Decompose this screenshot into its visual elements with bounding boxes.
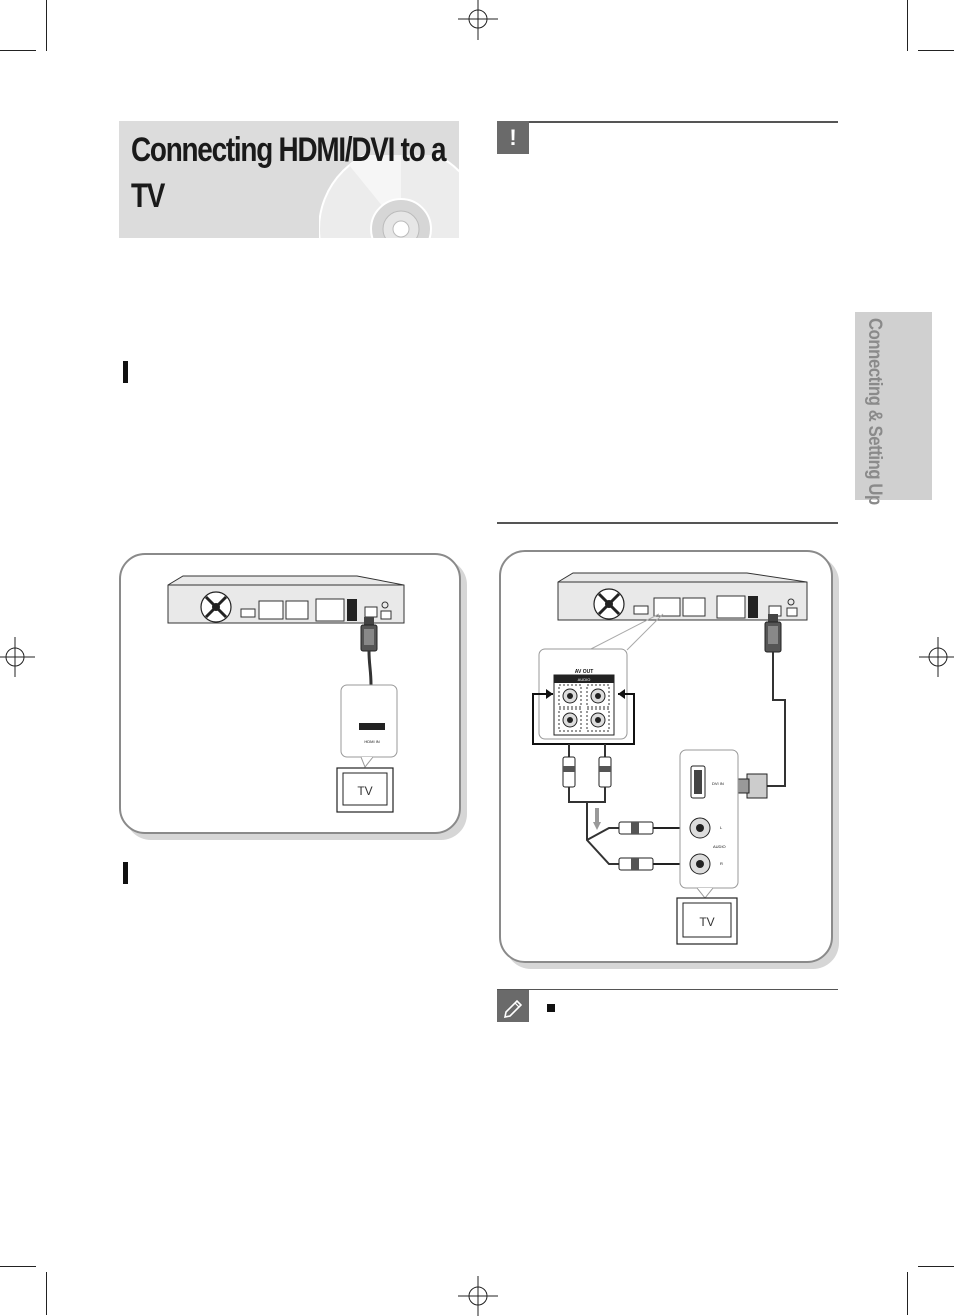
crop-mark: [0, 1266, 36, 1267]
note-bullet: [547, 1004, 555, 1012]
crop-mark: [907, 0, 908, 51]
crop-mark: [918, 1266, 954, 1267]
tv-set: TV: [336, 767, 394, 813]
pencil-icon: [497, 990, 529, 1022]
hdmi-diagram-panel: HDMI IN TV: [119, 553, 461, 834]
tv-input-panel: DVI IN L AUDIO R: [679, 749, 739, 899]
tv-label: TV: [699, 915, 714, 929]
side-tab: [855, 312, 932, 500]
title-banner: Connecting HDMI/DVI to a TV: [119, 121, 459, 238]
page-title-line1: Connecting HDMI/DVI to a: [131, 131, 447, 169]
dvi-diagram: AV OUT AUDIO: [532, 572, 808, 945]
crop-mark: [918, 50, 954, 51]
recorder-rear-panel: [167, 575, 405, 624]
av-out-zoom: AV OUT AUDIO: [538, 648, 628, 740]
page-title: Connecting HDMI/DVI to a TV: [131, 127, 459, 219]
rca-cable: [562, 744, 687, 871]
recorder-rear-panel: [557, 572, 808, 621]
tv-set: TV: [676, 897, 738, 945]
registration-mark-top: [458, 0, 498, 40]
registration-mark-left: [0, 637, 35, 677]
av-out-label: AV OUT: [575, 669, 594, 675]
crop-mark: [46, 1272, 47, 1315]
registration-mark-bottom: [458, 1276, 498, 1316]
side-tab-label: Connecting & Setting Up: [864, 318, 885, 505]
section-rule: [497, 522, 838, 524]
hdmi-diagram: HDMI IN TV: [167, 575, 405, 813]
tv-label: TV: [357, 784, 372, 798]
hdmi-dvi-cable: [736, 614, 786, 799]
dvi-in-label: DVI IN: [712, 781, 724, 786]
registration-mark-right: [919, 637, 954, 677]
audio-r-label: R: [720, 861, 723, 866]
dvi-diagram-panel: AV OUT AUDIO: [499, 550, 833, 963]
tv-hdmi-connector: HDMI IN: [340, 684, 398, 768]
page-title-line2: TV: [131, 177, 165, 215]
exclamation-icon: !: [497, 121, 529, 154]
caution-rule: [497, 121, 838, 123]
crop-mark: [46, 0, 47, 51]
hdmi-in-label: HDMI IN: [364, 739, 379, 744]
note-rule: [497, 989, 838, 990]
crop-mark: [0, 50, 36, 51]
section-marker: [123, 862, 128, 884]
crop-mark: [907, 1272, 908, 1315]
audio-label: AUDIO: [578, 677, 591, 682]
section-marker: [123, 361, 128, 383]
disc-icon: [319, 155, 459, 238]
audio-l-label: L: [720, 825, 723, 830]
audio-tv-label: AUDIO: [713, 844, 726, 849]
